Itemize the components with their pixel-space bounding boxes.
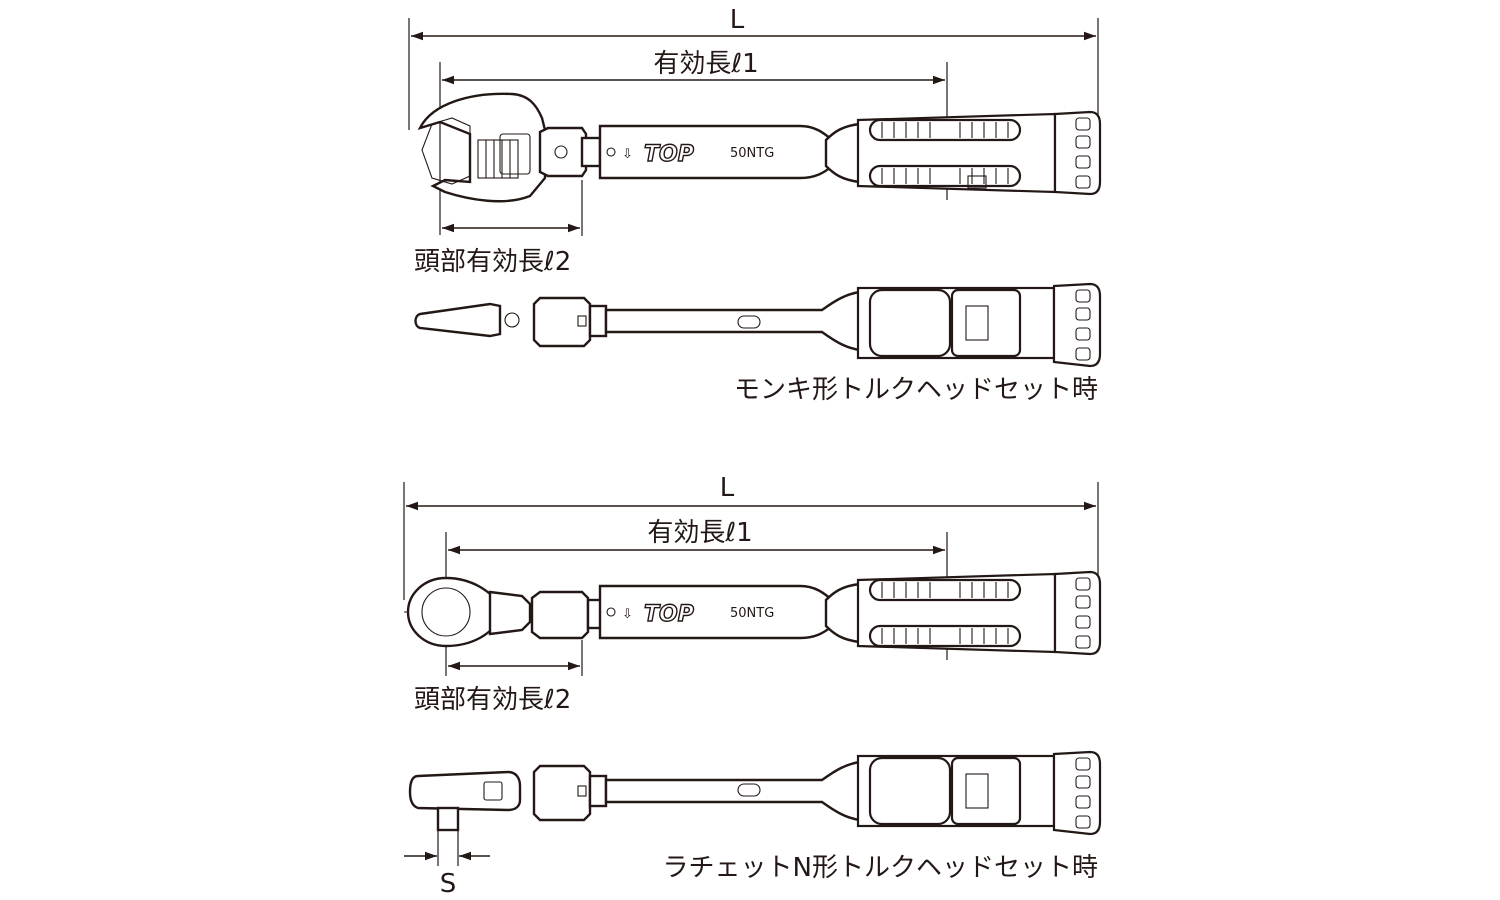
- head-coupling-b: [530, 590, 590, 640]
- jaw-side: [414, 302, 502, 338]
- shaft-neck: [824, 122, 862, 184]
- worm-gear: [499, 133, 531, 175]
- shaft-body-b: [598, 584, 834, 640]
- grip-ribs: [881, 122, 1009, 184]
- coupling-neck-side-b: [588, 774, 608, 808]
- worm-scale: [477, 139, 519, 179]
- lock-ring-side-b: [950, 756, 1022, 826]
- grip-pad-lower-b: [868, 624, 1022, 648]
- coupling-side: [532, 296, 592, 348]
- figure-b-ratchet-head: L 有効長ℓ1 頭部有効長ℓ2 ⇩ TOP 50NTG: [403, 473, 1102, 899]
- svg-text:⇩: ⇩: [622, 607, 633, 622]
- grip-pad-upper: [868, 118, 1022, 142]
- grip-ribs-b: [881, 582, 1009, 644]
- coupling-pin: [554, 145, 568, 159]
- dim-label-b-L: L: [720, 473, 735, 503]
- grip-pad-side-left: [868, 288, 952, 358]
- shaft-slot-b: [737, 783, 761, 797]
- model-label-a: 50NTG: [730, 146, 774, 161]
- shaft-side-b: [604, 760, 862, 822]
- lock-window: [967, 175, 987, 189]
- grip-pad-upper-b: [868, 578, 1022, 602]
- wrench-a-side-view: [414, 282, 1102, 368]
- grip-pad-side-left-b: [868, 756, 952, 826]
- brand-logo-b: TOP: [644, 602, 694, 627]
- hex-nut-outline: [421, 117, 471, 185]
- dim-label-a-l2: 頭部有効長ℓ2: [414, 247, 571, 277]
- head-coupling: [538, 126, 588, 178]
- dim-label-s: S: [440, 869, 457, 899]
- coupling-neck: [580, 136, 602, 168]
- monkey-jaw-head: [417, 92, 547, 203]
- wrench-b-side-view: [408, 750, 1102, 836]
- grip-pad-lower: [868, 164, 1022, 188]
- shaft-body: [598, 124, 834, 180]
- lock-button-side: [965, 305, 989, 341]
- end-cap: [1053, 110, 1102, 196]
- figure-a-monkey-head: L 有効長ℓ1 頭部有効長ℓ2 ⇩ TOP 50NTG: [408, 5, 1102, 405]
- coupling-neck-side: [588, 304, 608, 338]
- socket-ring: [421, 587, 471, 637]
- ratchet-lever-side: [483, 781, 503, 801]
- wrench-a-top-view: ⇩ TOP 50NTG: [417, 92, 1102, 203]
- ratchet-side-head: [408, 770, 522, 812]
- wrench-b-top-view: ⇩ TOP 50NTG: [404, 570, 1102, 656]
- dim-label-b-l1: 有効長ℓ1: [647, 518, 752, 548]
- dim-label-b-l2: 頭部有効長ℓ2: [414, 685, 571, 715]
- coupling-side-b: [532, 764, 592, 822]
- shaft-slot: [737, 315, 761, 329]
- lock-ring-side: [950, 288, 1022, 358]
- end-cap-side-b: [1052, 750, 1102, 836]
- end-cap-b: [1053, 570, 1102, 656]
- square-drive: [436, 806, 460, 832]
- model-label-b: 50NTG: [730, 606, 774, 621]
- dim-label-a-l1: 有効長ℓ1: [653, 49, 758, 79]
- shaft-neck-b: [824, 582, 862, 644]
- scale-dot-b: [606, 607, 616, 617]
- scale-dot: [606, 147, 616, 157]
- shaft-side: [604, 290, 862, 352]
- dim-label-a-L: L: [730, 5, 745, 35]
- end-cap-side: [1052, 282, 1102, 368]
- brand-logo-a: TOP: [644, 142, 694, 167]
- ratchet-neck: [488, 590, 532, 636]
- lock-button-side-b: [965, 773, 989, 809]
- svg-text:⇩: ⇩: [622, 147, 633, 162]
- pivot-side: [504, 312, 520, 328]
- caption-b: ラチェットN形トルクヘッドセット時: [663, 853, 1098, 883]
- caption-a: モンキ形トルクヘッドセット時: [734, 375, 1098, 405]
